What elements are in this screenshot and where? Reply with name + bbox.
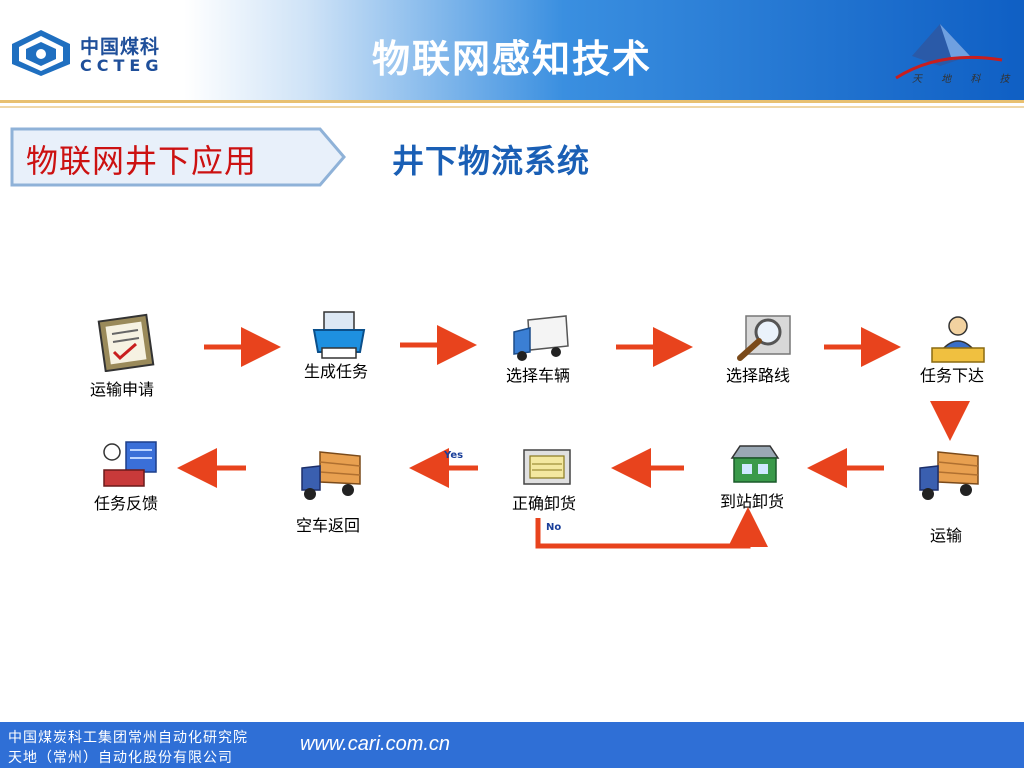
header-divider bbox=[0, 100, 1024, 103]
flow-node-issue-task: 任务下达 bbox=[902, 312, 1002, 422]
no-label: No bbox=[546, 522, 562, 533]
footer-institute-name: 中国煤炭科工集团常州自动化研究院 bbox=[8, 730, 248, 746]
header-bar bbox=[0, 0, 1024, 100]
flow-node-label: 空车返回 bbox=[295, 516, 360, 535]
flow-node-transport: 运输 bbox=[896, 446, 996, 556]
section-tag-label: 物联网井下应用 bbox=[26, 142, 258, 180]
printer-icon bbox=[312, 311, 366, 359]
footer-url: www.cari.com.cn bbox=[300, 733, 451, 755]
flow-node-label: 任务反馈 bbox=[93, 494, 158, 513]
logo-chinese-text: 中国煤科 bbox=[80, 36, 161, 58]
flow-node-label: 选择路线 bbox=[725, 366, 790, 385]
clipboard-icon bbox=[97, 313, 155, 372]
flow-node-select-vehicle: 选择车辆 bbox=[488, 310, 588, 420]
tiandi-logo-icon bbox=[895, 24, 1003, 80]
flow-node-transport-request: 运输申请 bbox=[72, 312, 172, 422]
footer-company-name: 天地（常州）自动化股份有限公司 bbox=[8, 750, 233, 766]
footer-bar bbox=[0, 722, 1024, 768]
section-title: 井下物流系统 bbox=[392, 142, 591, 180]
flow-node-task-feedback: 任务反馈 bbox=[76, 438, 176, 548]
ccteg-emblem-icon bbox=[12, 30, 70, 76]
flow-node-label: 任务下达 bbox=[919, 366, 984, 385]
cctеg-logo: 中国煤科 CCTEG bbox=[8, 28, 188, 78]
flow-node-select-route: 选择路线 bbox=[708, 312, 808, 422]
section-tag-shape bbox=[10, 127, 346, 187]
report-icon bbox=[103, 441, 157, 487]
flow-node-label: 运输 bbox=[929, 526, 962, 545]
logo-english-text: CCTEG bbox=[80, 56, 164, 75]
truck-icon bbox=[301, 451, 361, 500]
flow-node-correct-unload: 正确卸货 bbox=[494, 440, 594, 550]
flow-node-arrive-unload: 到站卸货 bbox=[702, 438, 802, 548]
yes-label: Yes bbox=[444, 450, 464, 461]
magnifier-icon bbox=[737, 315, 791, 361]
truck-icon bbox=[919, 451, 979, 500]
flow-node-empty-return: 空车返回 bbox=[278, 446, 378, 556]
flow-node-label: 运输申请 bbox=[89, 380, 154, 399]
operator-icon bbox=[931, 316, 985, 363]
page-title: 物联网感知技术 bbox=[371, 37, 652, 81]
station-icon bbox=[730, 445, 780, 483]
van-icon bbox=[513, 315, 569, 361]
flow-arrow-no bbox=[535, 507, 768, 549]
flow-node-label: 选择车辆 bbox=[505, 366, 570, 385]
flow-node-label: 生成任务 bbox=[303, 362, 368, 381]
tiandi-logo-text: 天 地 科 技 bbox=[912, 74, 1018, 85]
cargo-box-icon bbox=[523, 449, 571, 485]
flow-node-generate-task: 生成任务 bbox=[286, 308, 386, 418]
flow-node-label: 到站卸货 bbox=[719, 492, 784, 511]
header-divider-thin bbox=[0, 106, 1024, 108]
flow-node-label: 正确卸货 bbox=[511, 494, 576, 513]
